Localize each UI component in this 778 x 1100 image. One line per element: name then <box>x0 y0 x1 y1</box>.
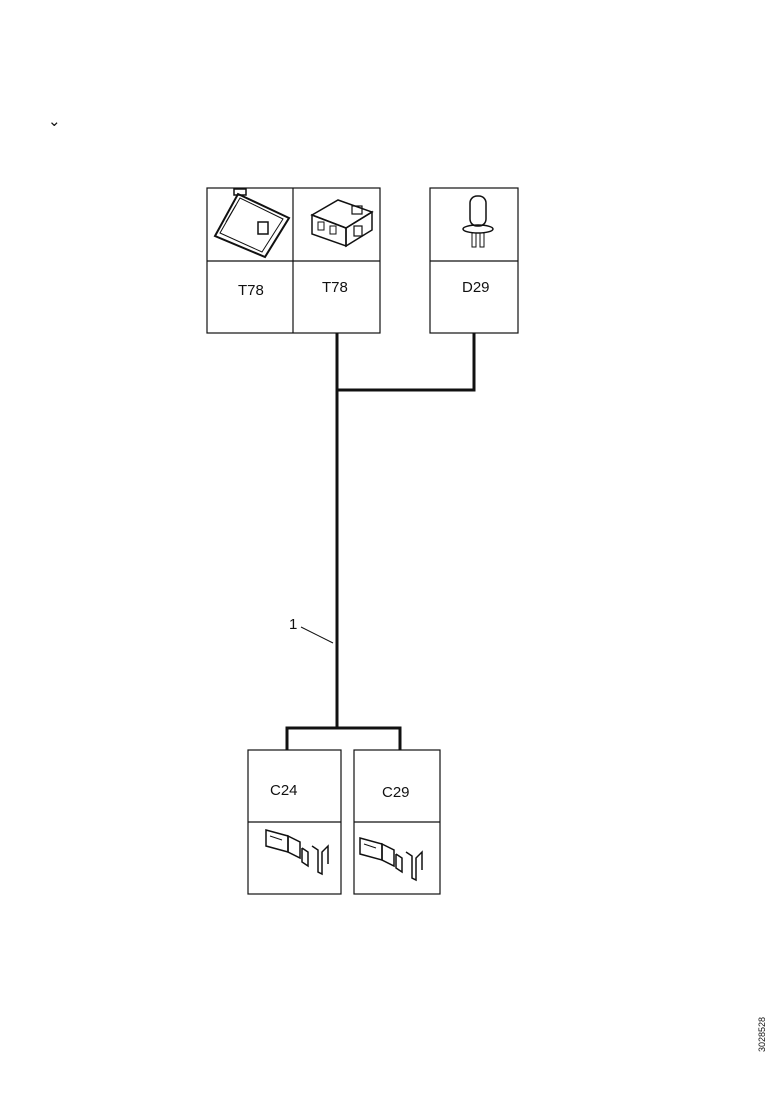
component-box-c24: C24 <box>247 749 342 895</box>
label-c24: C24 <box>270 782 298 799</box>
control-unit-icon <box>213 188 291 259</box>
corner-mark: ⌄ <box>48 113 61 130</box>
image-code: 3028528 <box>757 1017 767 1052</box>
harness-callout: 1 <box>289 616 297 633</box>
wiring-harness: 1 <box>285 333 476 750</box>
label-d29: D29 <box>462 279 490 296</box>
component-box-d29: D29 <box>429 187 519 334</box>
terminal-icon <box>359 837 423 882</box>
sensor-plug-icon <box>462 195 494 248</box>
label-t78-b: T78 <box>322 279 348 296</box>
component-box-t78: T78 T78 <box>206 187 381 334</box>
terminal-icon <box>265 829 329 876</box>
component-box-c29: C29 <box>353 749 441 895</box>
label-c29: C29 <box>382 784 410 801</box>
label-t78-a: T78 <box>238 282 264 299</box>
connector-housing-icon <box>310 199 374 248</box>
